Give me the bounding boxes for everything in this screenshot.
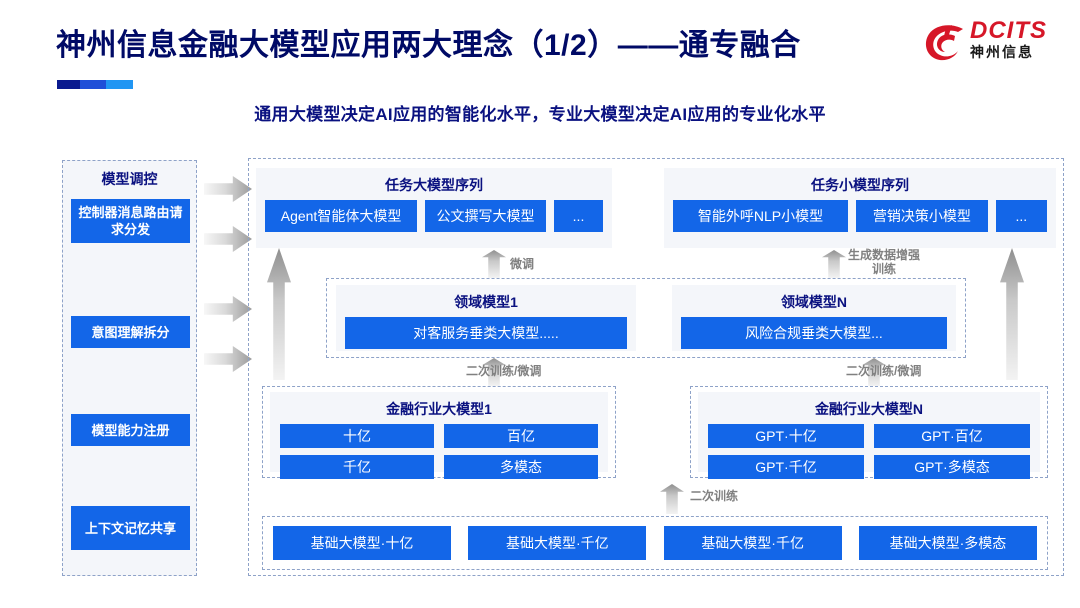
model-control-panel: 模型调控 控制器消息路由请求分发 意图理解拆分 模型能力注册 上下文记忆共享: [62, 160, 197, 576]
chip-task-large-more[interactable]: ...: [554, 200, 603, 232]
task-small-model-group: 任务小模型序列 智能外呼NLP小模型 营销决策小模型 ...: [664, 168, 1056, 248]
rule-segment-1: [57, 80, 80, 89]
domain-model-1-title: 领域模型1: [454, 294, 518, 310]
right-arrow-icon-1: [204, 176, 252, 202]
domain-model-n-group: 领域模型N 风险合规垂类大模型...: [672, 285, 956, 351]
logo-text: DCITS 神州信息: [970, 18, 1047, 61]
label-retrain: 二次训练: [690, 489, 739, 503]
label-retrain-finetune-left: 二次训练/微调: [466, 364, 542, 378]
cell-industry1-hundred-billion[interactable]: 千亿: [280, 455, 434, 479]
right-arrow-icon-4: [204, 346, 252, 372]
sidebar-item-intent-parsing[interactable]: 意图理解拆分: [71, 316, 190, 348]
domain-model-1-chips: 对客服务垂类大模型.....: [336, 317, 636, 358]
chip-agent-large-model[interactable]: Agent智能体大模型: [265, 200, 418, 232]
rule-segment-3: [106, 80, 133, 89]
task-large-model-group: 任务大模型序列 Agent智能体大模型 公文撰写大模型 ...: [256, 168, 612, 248]
industry-model-n-band: [690, 386, 1048, 478]
cell-industryn-gpt-hundred-billion[interactable]: GPT·千亿: [708, 455, 864, 479]
industry-model-n-cells: GPT·十亿 GPT·百亿 GPT·千亿 GPT·多模态: [698, 424, 1040, 488]
architecture-container: [248, 158, 1064, 576]
logo-text-en: DCITS: [970, 17, 1047, 44]
label-retrain-finetune-right: 二次训练/微调: [846, 364, 922, 378]
right-arrow-icon-3: [204, 296, 252, 322]
chip-customer-service-vertical-model[interactable]: 对客服务垂类大模型.....: [345, 317, 627, 349]
company-logo: DCITS 神州信息: [922, 18, 1062, 70]
cell-industryn-gpt-billion[interactable]: GPT·十亿: [708, 424, 864, 448]
label-data-augmentation: 生成数据增强 训练: [848, 248, 921, 276]
base-model-chips: 基础大模型·十亿 基础大模型·千亿 基础大模型·千亿 基础大模型·多模态: [263, 517, 1047, 569]
cell-industry1-ten-billion[interactable]: 百亿: [444, 424, 598, 448]
task-large-model-title: 任务大模型序列: [385, 177, 483, 193]
industry-model-n-group: 金融行业大模型N GPT·十亿 GPT·百亿 GPT·千亿 GPT·多模态: [698, 392, 1040, 479]
domain-model-band: [326, 278, 966, 358]
cell-industryn-gpt-multimodal[interactable]: GPT·多模态: [874, 455, 1030, 479]
label-fine-tune: 微调: [510, 257, 535, 271]
chip-task-small-more[interactable]: ...: [995, 200, 1047, 232]
industry-model-1-band: [262, 386, 616, 478]
chip-base-hundred-billion-1[interactable]: 基础大模型·千亿: [468, 526, 647, 560]
chip-base-hundred-billion-2[interactable]: 基础大模型·千亿: [663, 526, 842, 560]
task-large-model-chips: Agent智能体大模型 公文撰写大模型 ...: [256, 200, 612, 241]
sidebar-item-context-memory-sharing[interactable]: 上下文记忆共享: [71, 506, 190, 550]
chip-document-writing-model[interactable]: 公文撰写大模型: [425, 200, 547, 232]
chip-outbound-nlp-small-model[interactable]: 智能外呼NLP小模型: [673, 200, 848, 232]
base-model-band: 基础大模型·十亿 基础大模型·千亿 基础大模型·千亿 基础大模型·多模态: [262, 516, 1048, 570]
chip-base-billion[interactable]: 基础大模型·十亿: [273, 526, 451, 560]
task-small-model-chips: 智能外呼NLP小模型 营销决策小模型 ...: [664, 200, 1056, 241]
page-subtitle: 通用大模型决定AI应用的智能化水平，专业大模型决定AI应用的专业化水平: [254, 105, 826, 124]
logo-text-cn: 神州信息: [970, 44, 1034, 60]
domain-model-1-group: 领域模型1 对客服务垂类大模型.....: [336, 285, 636, 351]
industry-model-1-group: 金融行业大模型1 十亿 百亿 千亿 多模态: [270, 392, 608, 479]
chip-risk-compliance-vertical-model[interactable]: 风险合规垂类大模型...: [681, 317, 947, 349]
cell-industryn-gpt-ten-billion[interactable]: GPT·百亿: [874, 424, 1030, 448]
dcits-swirl-icon: [925, 25, 963, 61]
sidebar-item-capability-registry[interactable]: 模型能力注册: [71, 414, 190, 446]
industry-model-1-title: 金融行业大模型1: [386, 401, 492, 417]
industry-model-n-title: 金融行业大模型N: [814, 401, 924, 417]
domain-model-n-chips: 风险合规垂类大模型...: [672, 317, 956, 358]
title-underline-rule: [57, 80, 133, 89]
rule-segment-2: [79, 80, 107, 89]
chip-base-multimodal[interactable]: 基础大模型·多模态: [858, 526, 1037, 560]
cell-industry1-billion[interactable]: 十亿: [280, 424, 434, 448]
page-title: 神州信息金融大模型应用两大理念（1/2）——通专融合: [56, 29, 801, 62]
chip-marketing-decision-small-model[interactable]: 营销决策小模型: [855, 200, 988, 232]
domain-model-n-title: 领域模型N: [780, 294, 848, 310]
model-control-panel-title: 模型调控: [101, 171, 158, 187]
industry-model-1-cells: 十亿 百亿 千亿 多模态: [270, 424, 608, 488]
sidebar-item-controller-routing[interactable]: 控制器消息路由请求分发: [71, 199, 190, 243]
cell-industry1-multimodal[interactable]: 多模态: [444, 455, 598, 479]
task-small-model-title: 任务小模型序列: [811, 177, 909, 193]
right-arrow-icon-2: [204, 226, 252, 252]
